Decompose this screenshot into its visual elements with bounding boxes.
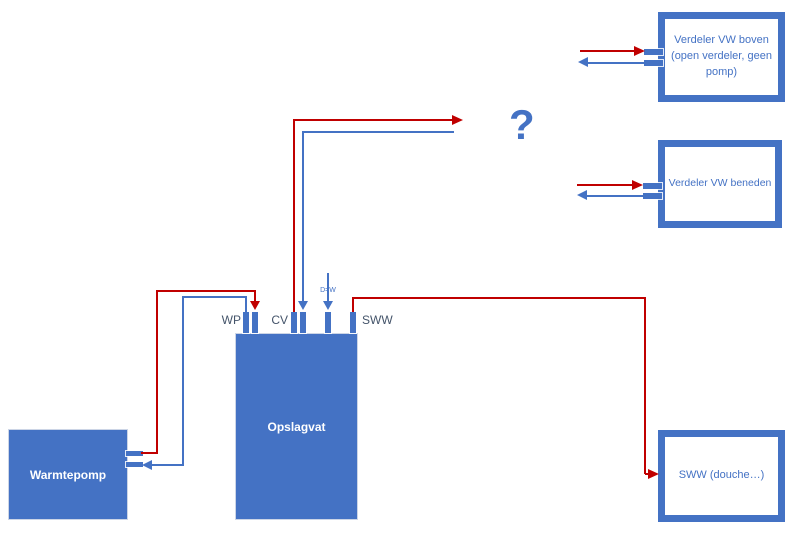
arrowhead-down-icon xyxy=(298,301,308,310)
arrowhead-right-icon xyxy=(452,115,463,125)
heatpump-port-supply xyxy=(126,451,143,456)
arrowhead-right-icon xyxy=(632,180,643,190)
pipe-segment xyxy=(156,290,158,454)
storage-tank-label: Opslagvat xyxy=(267,419,326,434)
distributor-lower-port-in xyxy=(643,183,662,189)
distributor-lower-port-out xyxy=(643,193,662,199)
pipe-segment xyxy=(587,195,650,197)
port-label-wp: WP xyxy=(221,313,241,327)
tank-port-dhw-inlet xyxy=(325,312,331,333)
pipe-segment xyxy=(141,452,158,454)
pipe-segment xyxy=(588,62,654,64)
tank-port-wp-return xyxy=(243,312,249,333)
pipe-segment xyxy=(156,290,256,292)
arrowhead-left-icon xyxy=(142,460,152,470)
pipe-segment xyxy=(254,290,256,302)
pipe-segment xyxy=(182,296,184,466)
arrowhead-right-icon xyxy=(648,469,659,479)
tank-port-wp-supply xyxy=(252,312,258,333)
pipe-segment xyxy=(327,273,329,301)
pipe-segment xyxy=(352,297,645,299)
arrowhead-right-icon xyxy=(634,46,645,56)
pipe-segment xyxy=(352,297,354,312)
tank-port-cv-return xyxy=(300,312,306,333)
tank-port-sww-outlet xyxy=(350,312,356,333)
pipe-segment xyxy=(580,50,634,52)
arrowhead-left-icon xyxy=(577,190,587,200)
pipe-segment xyxy=(182,296,247,298)
tank-port-cv-supply xyxy=(291,312,297,333)
pipe-segment xyxy=(577,184,632,186)
pipe-segment xyxy=(644,297,646,474)
arrowhead-down-icon xyxy=(250,301,260,310)
arrowhead-left-icon xyxy=(578,57,588,67)
distributor-lower-label: Verdeler VW beneden xyxy=(668,177,772,190)
port-label-sww: SWW xyxy=(362,313,393,327)
pipe-segment xyxy=(245,296,247,312)
distributor-upper-port-in xyxy=(644,49,663,55)
pipe-segment xyxy=(152,464,184,466)
question-mark-annotation: ? xyxy=(509,101,535,148)
sww-tap-label: SWW (douche…) xyxy=(678,469,765,482)
pipe-segment xyxy=(302,131,304,301)
distributor-upper-box: Verdeler VW boven (open verdeler, geen p… xyxy=(658,12,785,102)
storage-tank-box: Opslagvat xyxy=(235,333,358,520)
port-label-dhw: D=W xyxy=(320,287,336,294)
distributor-lower-box: Verdeler VW beneden xyxy=(658,140,782,228)
heat-pump-box: Warmtepomp xyxy=(8,429,128,520)
sww-tap-box: SWW (douche…) xyxy=(658,430,785,522)
pipe-segment xyxy=(302,131,454,133)
port-label-cv: CV xyxy=(271,313,288,327)
heatpump-port-return xyxy=(126,462,143,467)
arrowhead-down-icon xyxy=(323,301,333,310)
heat-pump-label: Warmtepomp xyxy=(29,467,107,482)
pipe-segment xyxy=(293,119,295,312)
pipe-segment xyxy=(293,119,453,121)
distributor-upper-label: Verdeler VW boven (open verdeler, geen p… xyxy=(671,34,772,78)
